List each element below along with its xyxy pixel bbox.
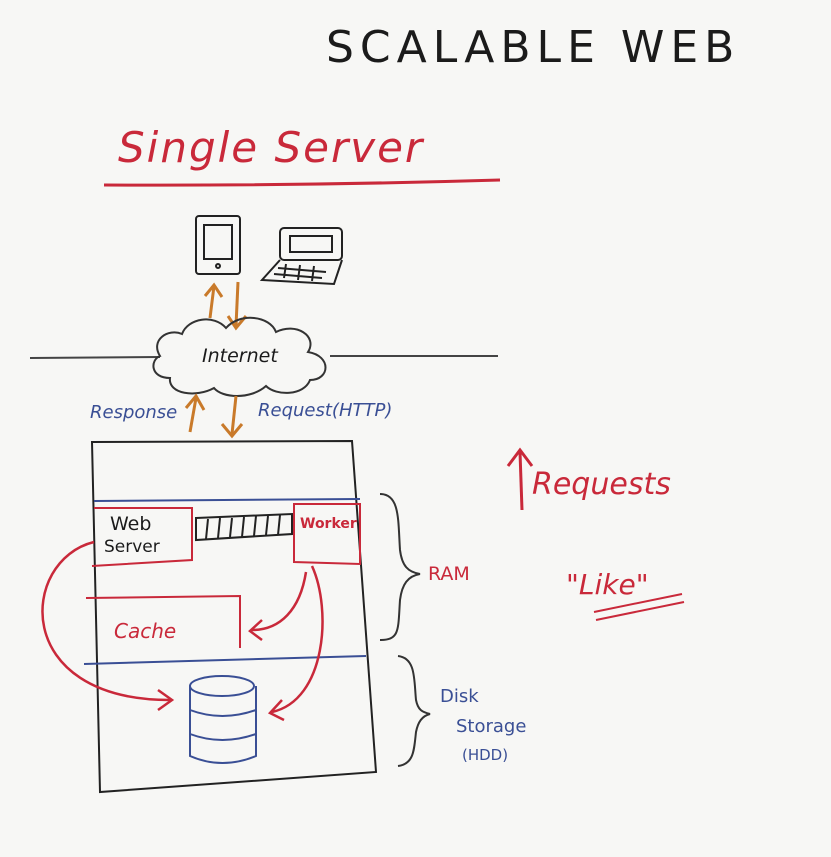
cloud-icon [152,316,327,397]
like-underline [593,593,685,621]
ram-brace [379,493,421,641]
worker-label: Worker [300,516,357,532]
server-box [90,439,378,794]
worker-box [293,503,361,566]
ram-label: RAM [428,563,470,585]
device-request-arrow [226,281,248,331]
phone-icon [195,215,241,275]
laptop-icon [259,227,343,286]
request-arrow [220,395,244,439]
web-server-label-1: Web [110,513,151,535]
heading: Single Server [118,123,425,172]
queue-icon [195,512,293,542]
web-server-label-2: Server [104,537,160,557]
worker-to-cache-arrow [248,571,308,641]
internet-label: Internet [202,345,279,367]
response-label: Response [90,402,177,423]
disk-label-3: (HDD) [462,746,508,764]
requests-note: Requests [532,467,671,502]
heading-underline [103,178,501,187]
cache-box [85,594,241,648]
request-label: Request(HTTP) [258,400,392,421]
ram-bottom-line [83,655,367,665]
database-icon [189,675,257,764]
like-note: "Like" [566,568,649,601]
disk-brace [397,655,431,767]
worker-to-disk-arrow [267,565,324,722]
ram-top-line [93,498,361,502]
internet-line [29,355,498,359]
device-response-arrow [203,282,224,319]
cache-label: Cache [114,619,176,643]
title: SCALABLE WEB [326,22,740,73]
disk-label-1: Disk [440,686,479,707]
web-server-box [91,507,193,567]
disk-label-2: Storage [456,716,526,737]
webserver-to-disk-arrow [41,540,175,712]
requests-up-arrow [506,447,534,511]
response-arrow [184,393,206,433]
